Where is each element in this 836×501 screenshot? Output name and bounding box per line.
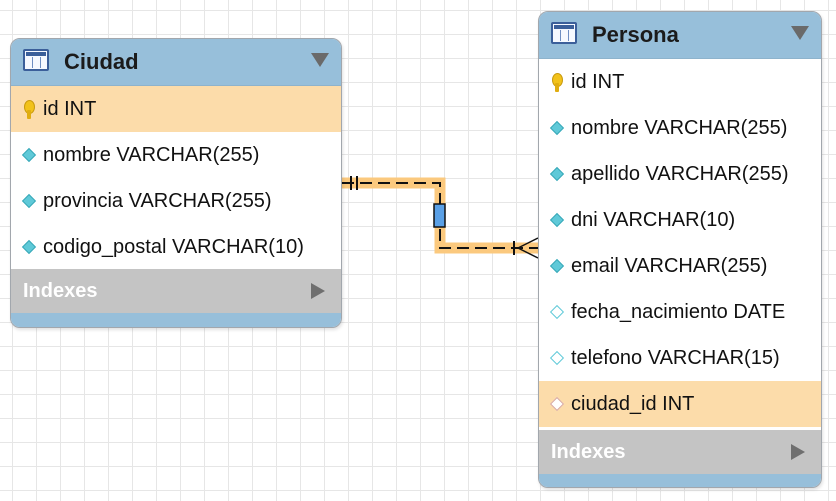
table-header[interactable]: Ciudad xyxy=(11,39,341,86)
column-label: codigo_postal VARCHAR(10) xyxy=(43,235,304,258)
column-row[interactable]: dni VARCHAR(10) xyxy=(539,197,821,243)
column-row[interactable]: id INT xyxy=(11,86,341,132)
column-row[interactable]: codigo_postal VARCHAR(10) xyxy=(11,224,341,270)
column-label: ciudad_id INT xyxy=(571,392,695,415)
table-header[interactable]: Persona xyxy=(539,12,821,59)
column-diamond-icon xyxy=(549,163,565,185)
indexes-label: Indexes xyxy=(551,440,626,463)
column-row[interactable]: id INT xyxy=(539,59,821,105)
table-title: Ciudad xyxy=(64,49,139,74)
column-row[interactable]: apellido VARCHAR(255) xyxy=(539,151,821,197)
column-diamond-icon xyxy=(21,236,37,258)
expand-arrow-icon[interactable] xyxy=(791,444,805,460)
table-icon xyxy=(551,22,577,44)
column-label: id INT xyxy=(43,97,97,120)
expand-arrow-icon[interactable] xyxy=(311,283,325,299)
column-diamond-icon xyxy=(549,255,565,277)
primary-key-icon xyxy=(549,71,565,93)
table-footer xyxy=(539,474,821,487)
column-diamond-icon xyxy=(549,209,565,231)
column-row[interactable]: ciudad_id INT xyxy=(539,381,821,427)
table-icon xyxy=(23,49,49,71)
column-label: telefono VARCHAR(15) xyxy=(571,346,780,369)
indexes-label: Indexes xyxy=(23,279,98,302)
column-diamond-icon xyxy=(549,117,565,139)
column-diamond-icon xyxy=(21,190,37,212)
crowfoot-upper xyxy=(517,237,539,249)
nullable-diamond-icon xyxy=(549,347,565,369)
column-diamond-icon xyxy=(21,144,37,166)
column-row[interactable]: telefono VARCHAR(15) xyxy=(539,335,821,381)
column-row[interactable]: nombre VARCHAR(255) xyxy=(11,132,341,178)
column-row[interactable]: provincia VARCHAR(255) xyxy=(11,178,341,224)
column-label: apellido VARCHAR(255) xyxy=(571,162,789,185)
foreign-key-diamond-icon xyxy=(549,393,565,415)
column-label: dni VARCHAR(10) xyxy=(571,208,736,231)
column-row[interactable]: email VARCHAR(255) xyxy=(539,243,821,289)
table-title: Persona xyxy=(592,22,679,47)
column-label: nombre VARCHAR(255) xyxy=(43,143,260,166)
column-label: fecha_nacimiento DATE xyxy=(571,300,786,323)
table-ciudad[interactable]: Ciudad id INT nombre VARCHAR(255) provin… xyxy=(10,38,342,328)
column-label: nombre VARCHAR(255) xyxy=(571,116,788,139)
primary-key-icon xyxy=(21,98,37,120)
nullable-diamond-icon xyxy=(549,301,565,323)
collapse-triangle-icon[interactable] xyxy=(311,53,329,67)
column-label: id INT xyxy=(571,70,625,93)
table-footer xyxy=(11,313,341,327)
table-persona[interactable]: Persona id INT nombre VARCHAR(255) apell… xyxy=(538,11,822,488)
relationship-handle[interactable] xyxy=(433,203,446,228)
crowfoot-lower xyxy=(517,247,539,259)
indexes-section[interactable]: Indexes xyxy=(539,430,821,474)
column-label: provincia VARCHAR(255) xyxy=(43,189,272,212)
indexes-section[interactable]: Indexes xyxy=(11,269,341,313)
column-row[interactable]: nombre VARCHAR(255) xyxy=(539,105,821,151)
column-row[interactable]: fecha_nacimiento DATE xyxy=(539,289,821,335)
collapse-triangle-icon[interactable] xyxy=(791,26,809,40)
column-label: email VARCHAR(255) xyxy=(571,254,768,277)
